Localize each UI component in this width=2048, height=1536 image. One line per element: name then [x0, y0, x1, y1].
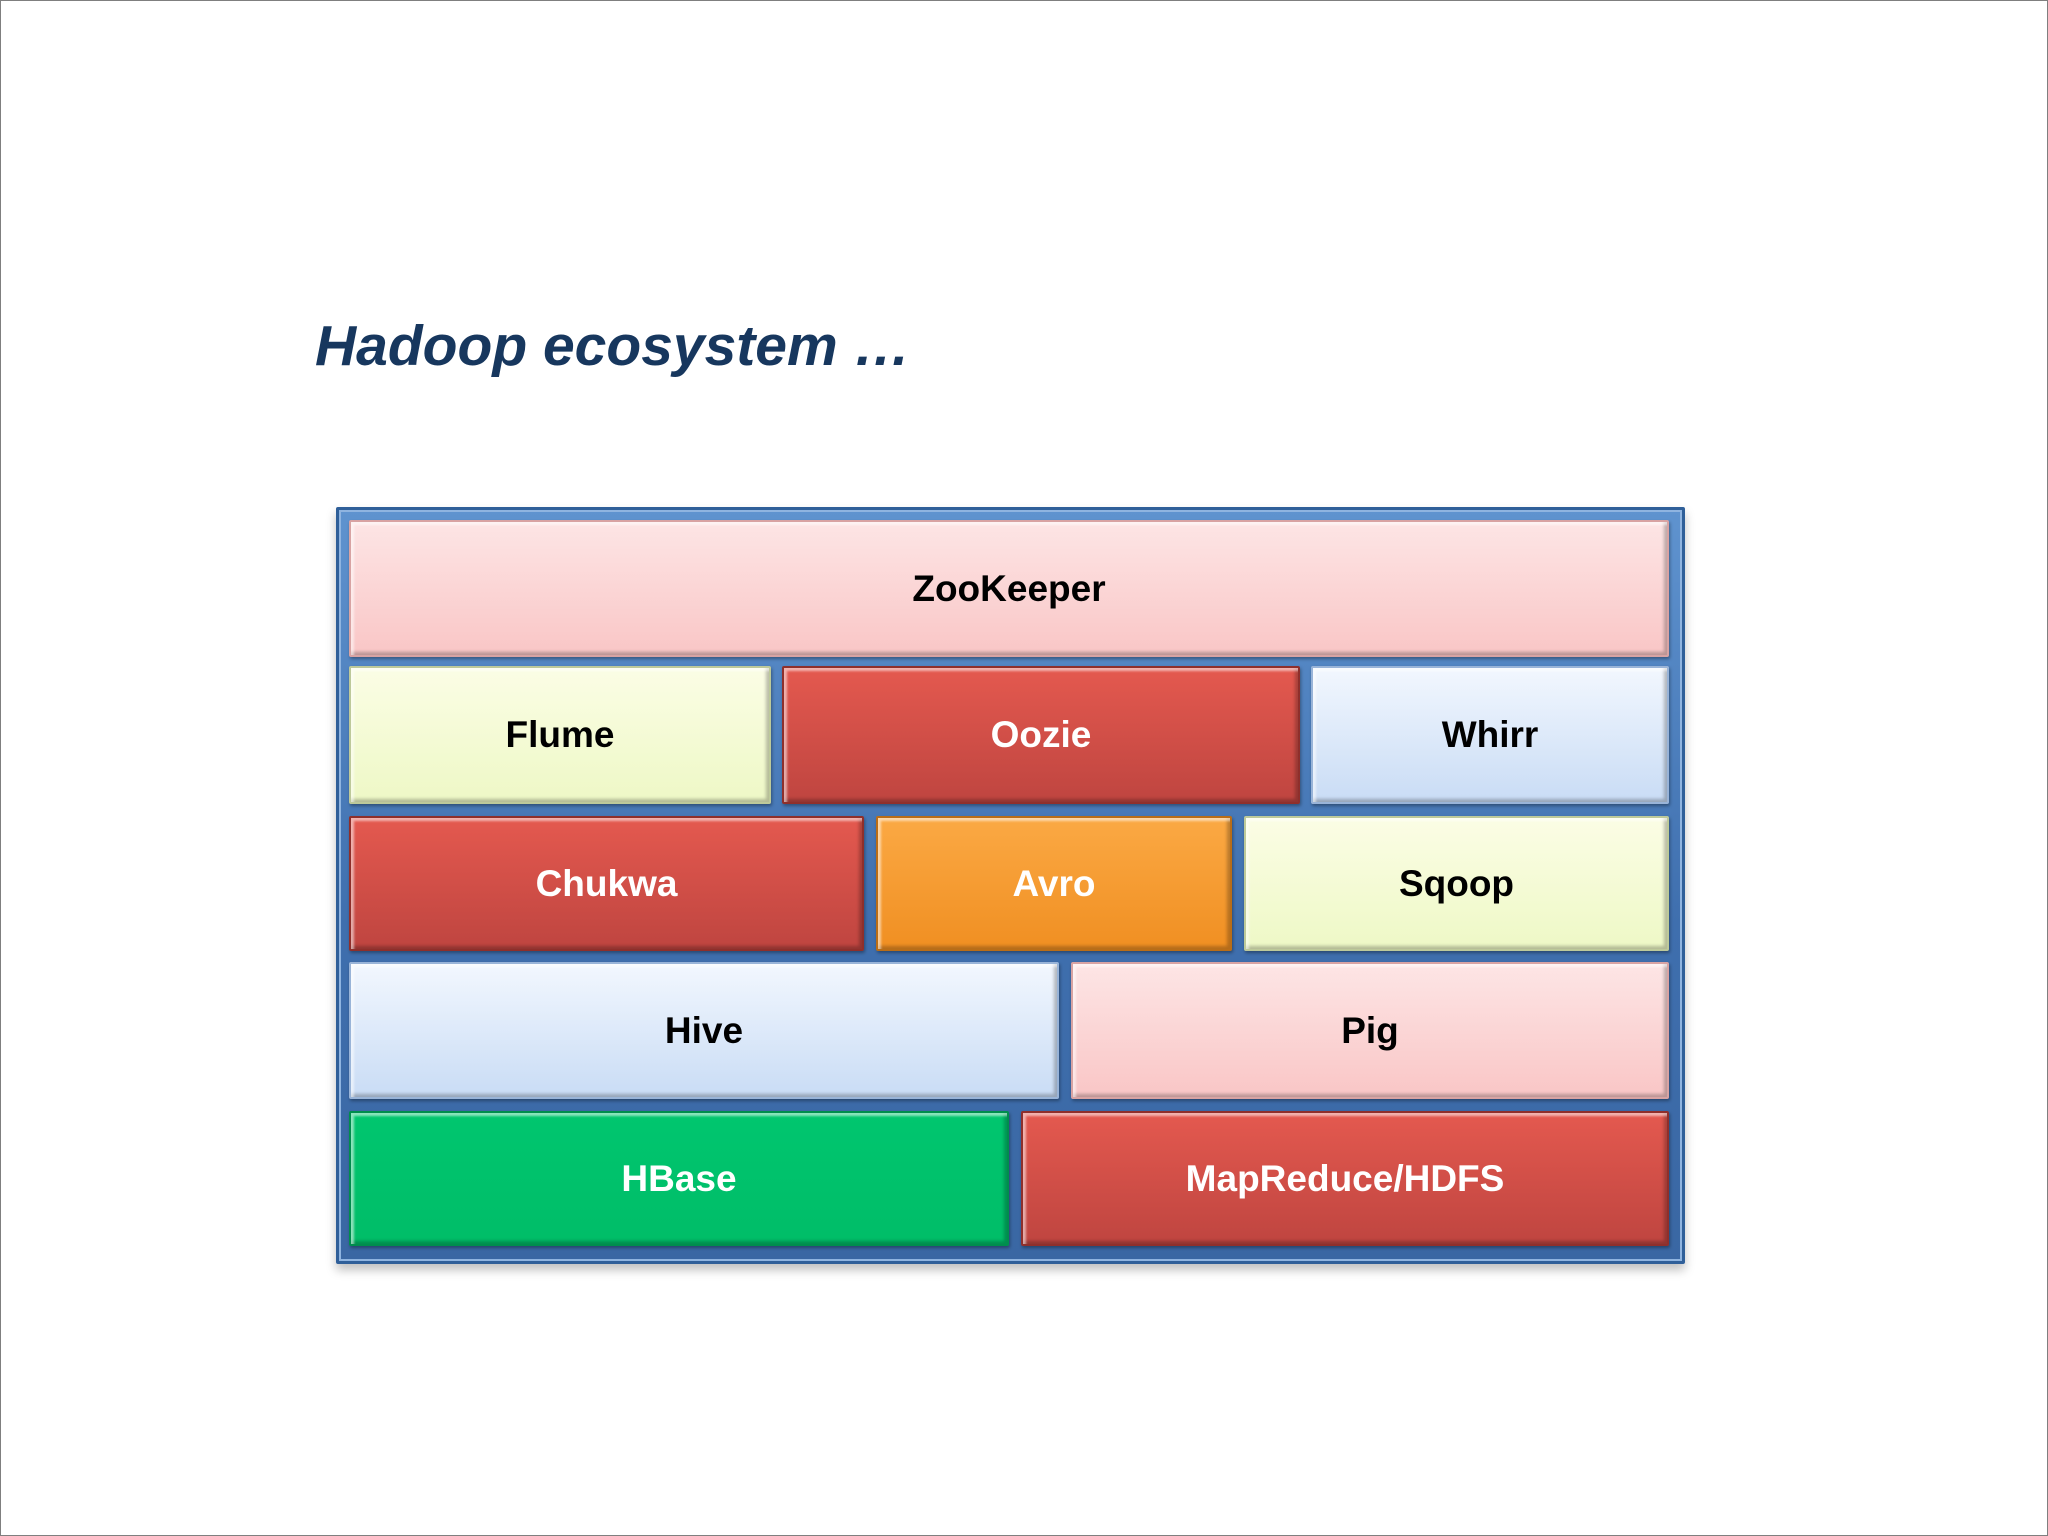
block-chukwa: Chukwa: [349, 816, 864, 951]
block-hbase: HBase: [349, 1111, 1009, 1246]
block-flume: Flume: [349, 666, 771, 804]
block-hive: Hive: [349, 962, 1059, 1099]
block-whirr: Whirr: [1311, 666, 1669, 804]
block-zookeeper: ZooKeeper: [349, 520, 1669, 657]
block-pig: Pig: [1071, 962, 1669, 1099]
block-avro: Avro: [876, 816, 1232, 951]
slide-title: Hadoop ecosystem …: [315, 314, 911, 378]
block-sqoop: Sqoop: [1244, 816, 1669, 951]
ecosystem-diagram: ZooKeeper Flume Oozie Whirr Chukwa Avro …: [336, 507, 1685, 1264]
block-oozie: Oozie: [782, 666, 1300, 804]
block-mapreduce-hdfs: MapReduce/HDFS: [1021, 1111, 1669, 1246]
